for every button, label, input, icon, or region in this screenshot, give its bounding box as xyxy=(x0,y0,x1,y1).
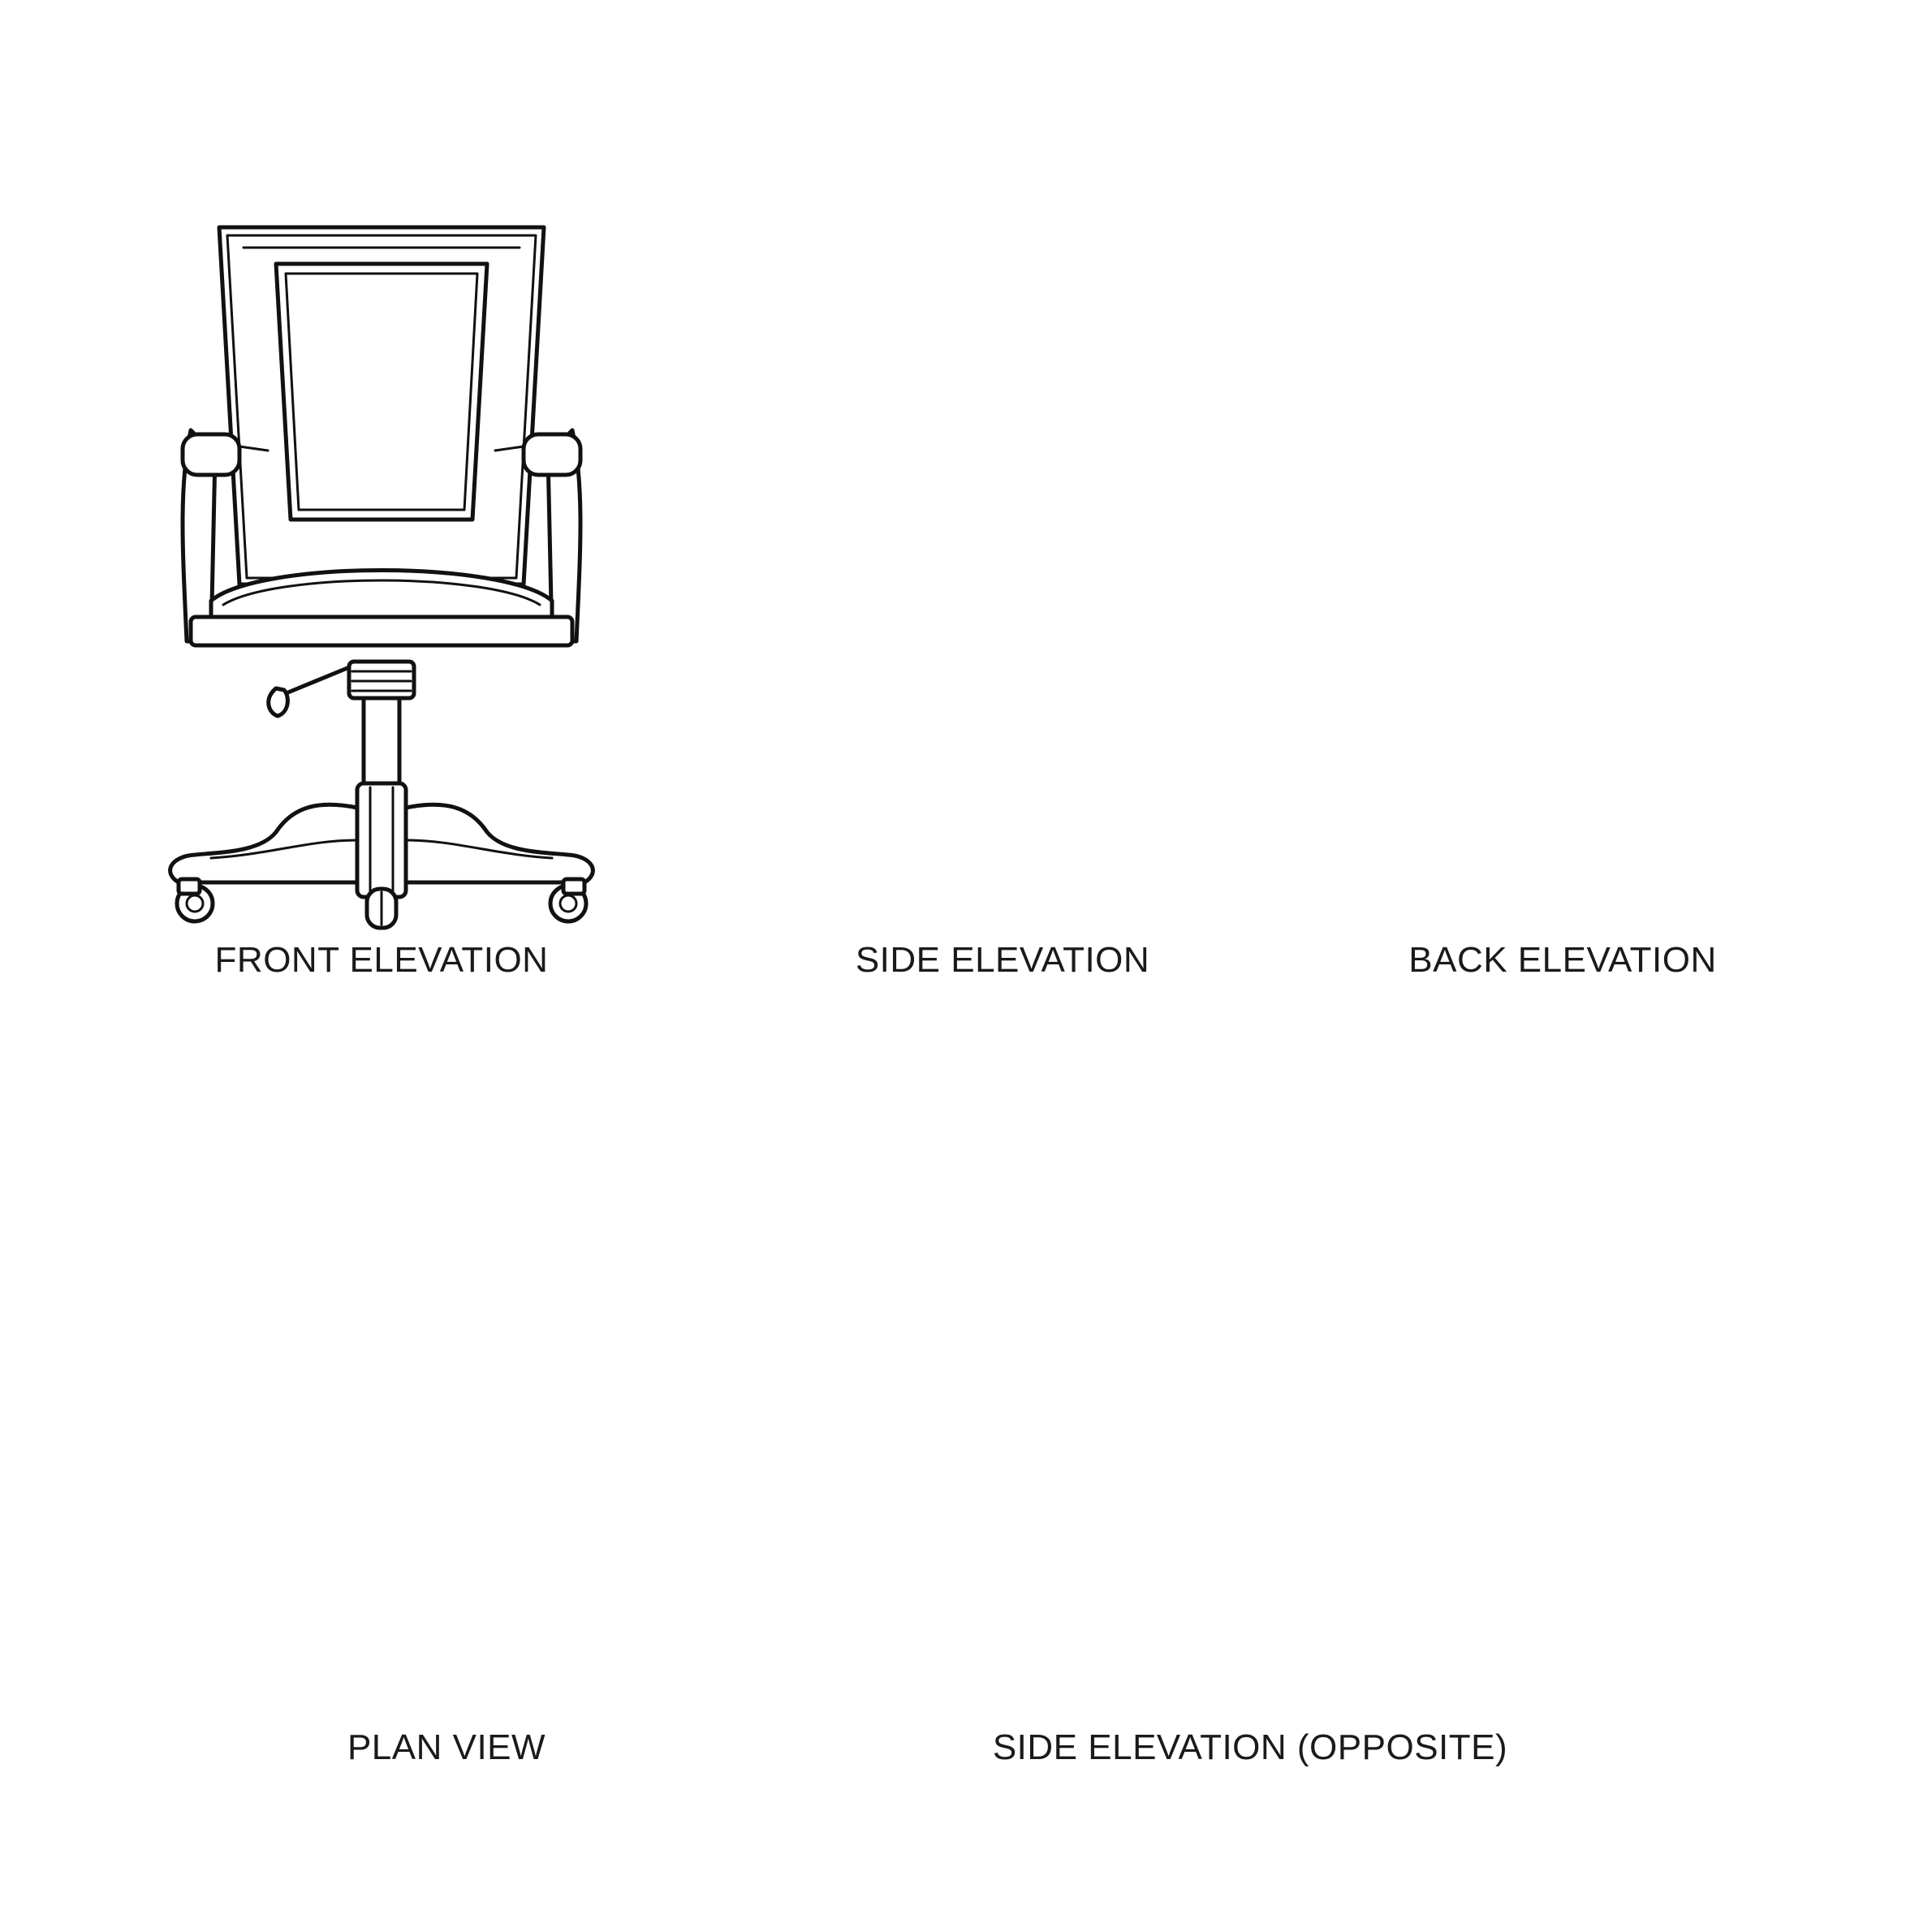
side-elevation-label: SIDE ELEVATION xyxy=(855,940,1150,980)
plan-view-label: PLAN VIEW xyxy=(347,1727,546,1767)
front-elevation-drawing xyxy=(170,225,593,928)
side-elevation-opposite-label: SIDE ELEVATION (OPPOSITE) xyxy=(992,1727,1508,1767)
front-elevation-label: FRONT ELEVATION xyxy=(214,940,549,980)
back-elevation-label: BACK ELEVATION xyxy=(1408,940,1717,980)
